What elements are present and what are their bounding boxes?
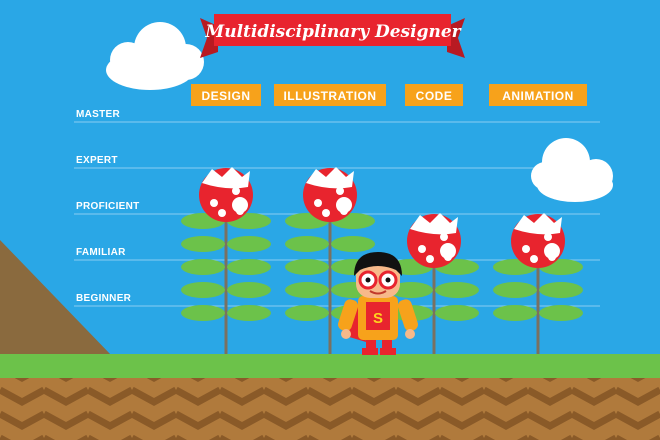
- category-label-animation: ANIMATION: [489, 84, 587, 106]
- leaf: [539, 305, 583, 321]
- grass: [0, 354, 660, 380]
- hill: [0, 240, 112, 356]
- piranha-plant-icon: [199, 167, 253, 222]
- skill-plant-design: [181, 167, 271, 356]
- cloud-icon: [531, 138, 613, 202]
- leaf: [181, 282, 225, 298]
- leaf: [181, 305, 225, 321]
- chart-title: Multidisciplinary Designer: [204, 22, 461, 42]
- svg-text:ANIMATION: ANIMATION: [502, 89, 574, 103]
- hero-character-icon: S: [338, 252, 418, 355]
- leaf: [285, 236, 329, 252]
- cloud-icon: [106, 22, 204, 90]
- svg-text:CODE: CODE: [416, 89, 453, 103]
- leaf: [227, 236, 271, 252]
- leaf: [331, 236, 375, 252]
- hero-shirt-letter: S: [373, 310, 383, 327]
- level-label-master: MASTER: [76, 109, 120, 120]
- skill-plant-animation: [493, 213, 583, 356]
- leaf: [389, 282, 433, 298]
- leaf: [285, 282, 329, 298]
- leaf: [285, 259, 329, 275]
- level-label-beginner: BEGINNER: [76, 293, 132, 304]
- level-axis-labels: MASTER EXPERT PROFICIENT FAMILIAR BEGINNER: [76, 109, 140, 304]
- category-labels: DESIGN ILLUSTRATION CODE ANIMATION: [191, 84, 587, 106]
- leaf: [435, 305, 479, 321]
- dirt: [0, 378, 660, 440]
- category-label-design: DESIGN: [191, 84, 261, 106]
- svg-text:DESIGN: DESIGN: [201, 89, 250, 103]
- level-label-familiar: FAMILIAR: [76, 247, 126, 258]
- leaf: [493, 305, 537, 321]
- level-label-proficient: PROFICIENT: [76, 201, 140, 212]
- category-label-illustration: ILLUSTRATION: [274, 84, 386, 106]
- svg-text:ILLUSTRATION: ILLUSTRATION: [283, 89, 376, 103]
- piranha-plant-icon: [511, 213, 565, 268]
- title-banner: Multidisciplinary Designer: [200, 14, 465, 58]
- leaf: [285, 305, 329, 321]
- leaf: [227, 282, 271, 298]
- leaf: [493, 282, 537, 298]
- leaf: [539, 282, 583, 298]
- piranha-plant-icon: [407, 213, 461, 268]
- level-label-expert: EXPERT: [76, 155, 118, 166]
- leaf: [181, 259, 225, 275]
- leaf: [227, 259, 271, 275]
- leaf: [227, 305, 271, 321]
- piranha-plant-icon: [303, 167, 357, 222]
- leaf: [181, 236, 225, 252]
- skill-bars: [181, 167, 583, 356]
- leaf: [435, 282, 479, 298]
- category-label-code: CODE: [405, 84, 463, 106]
